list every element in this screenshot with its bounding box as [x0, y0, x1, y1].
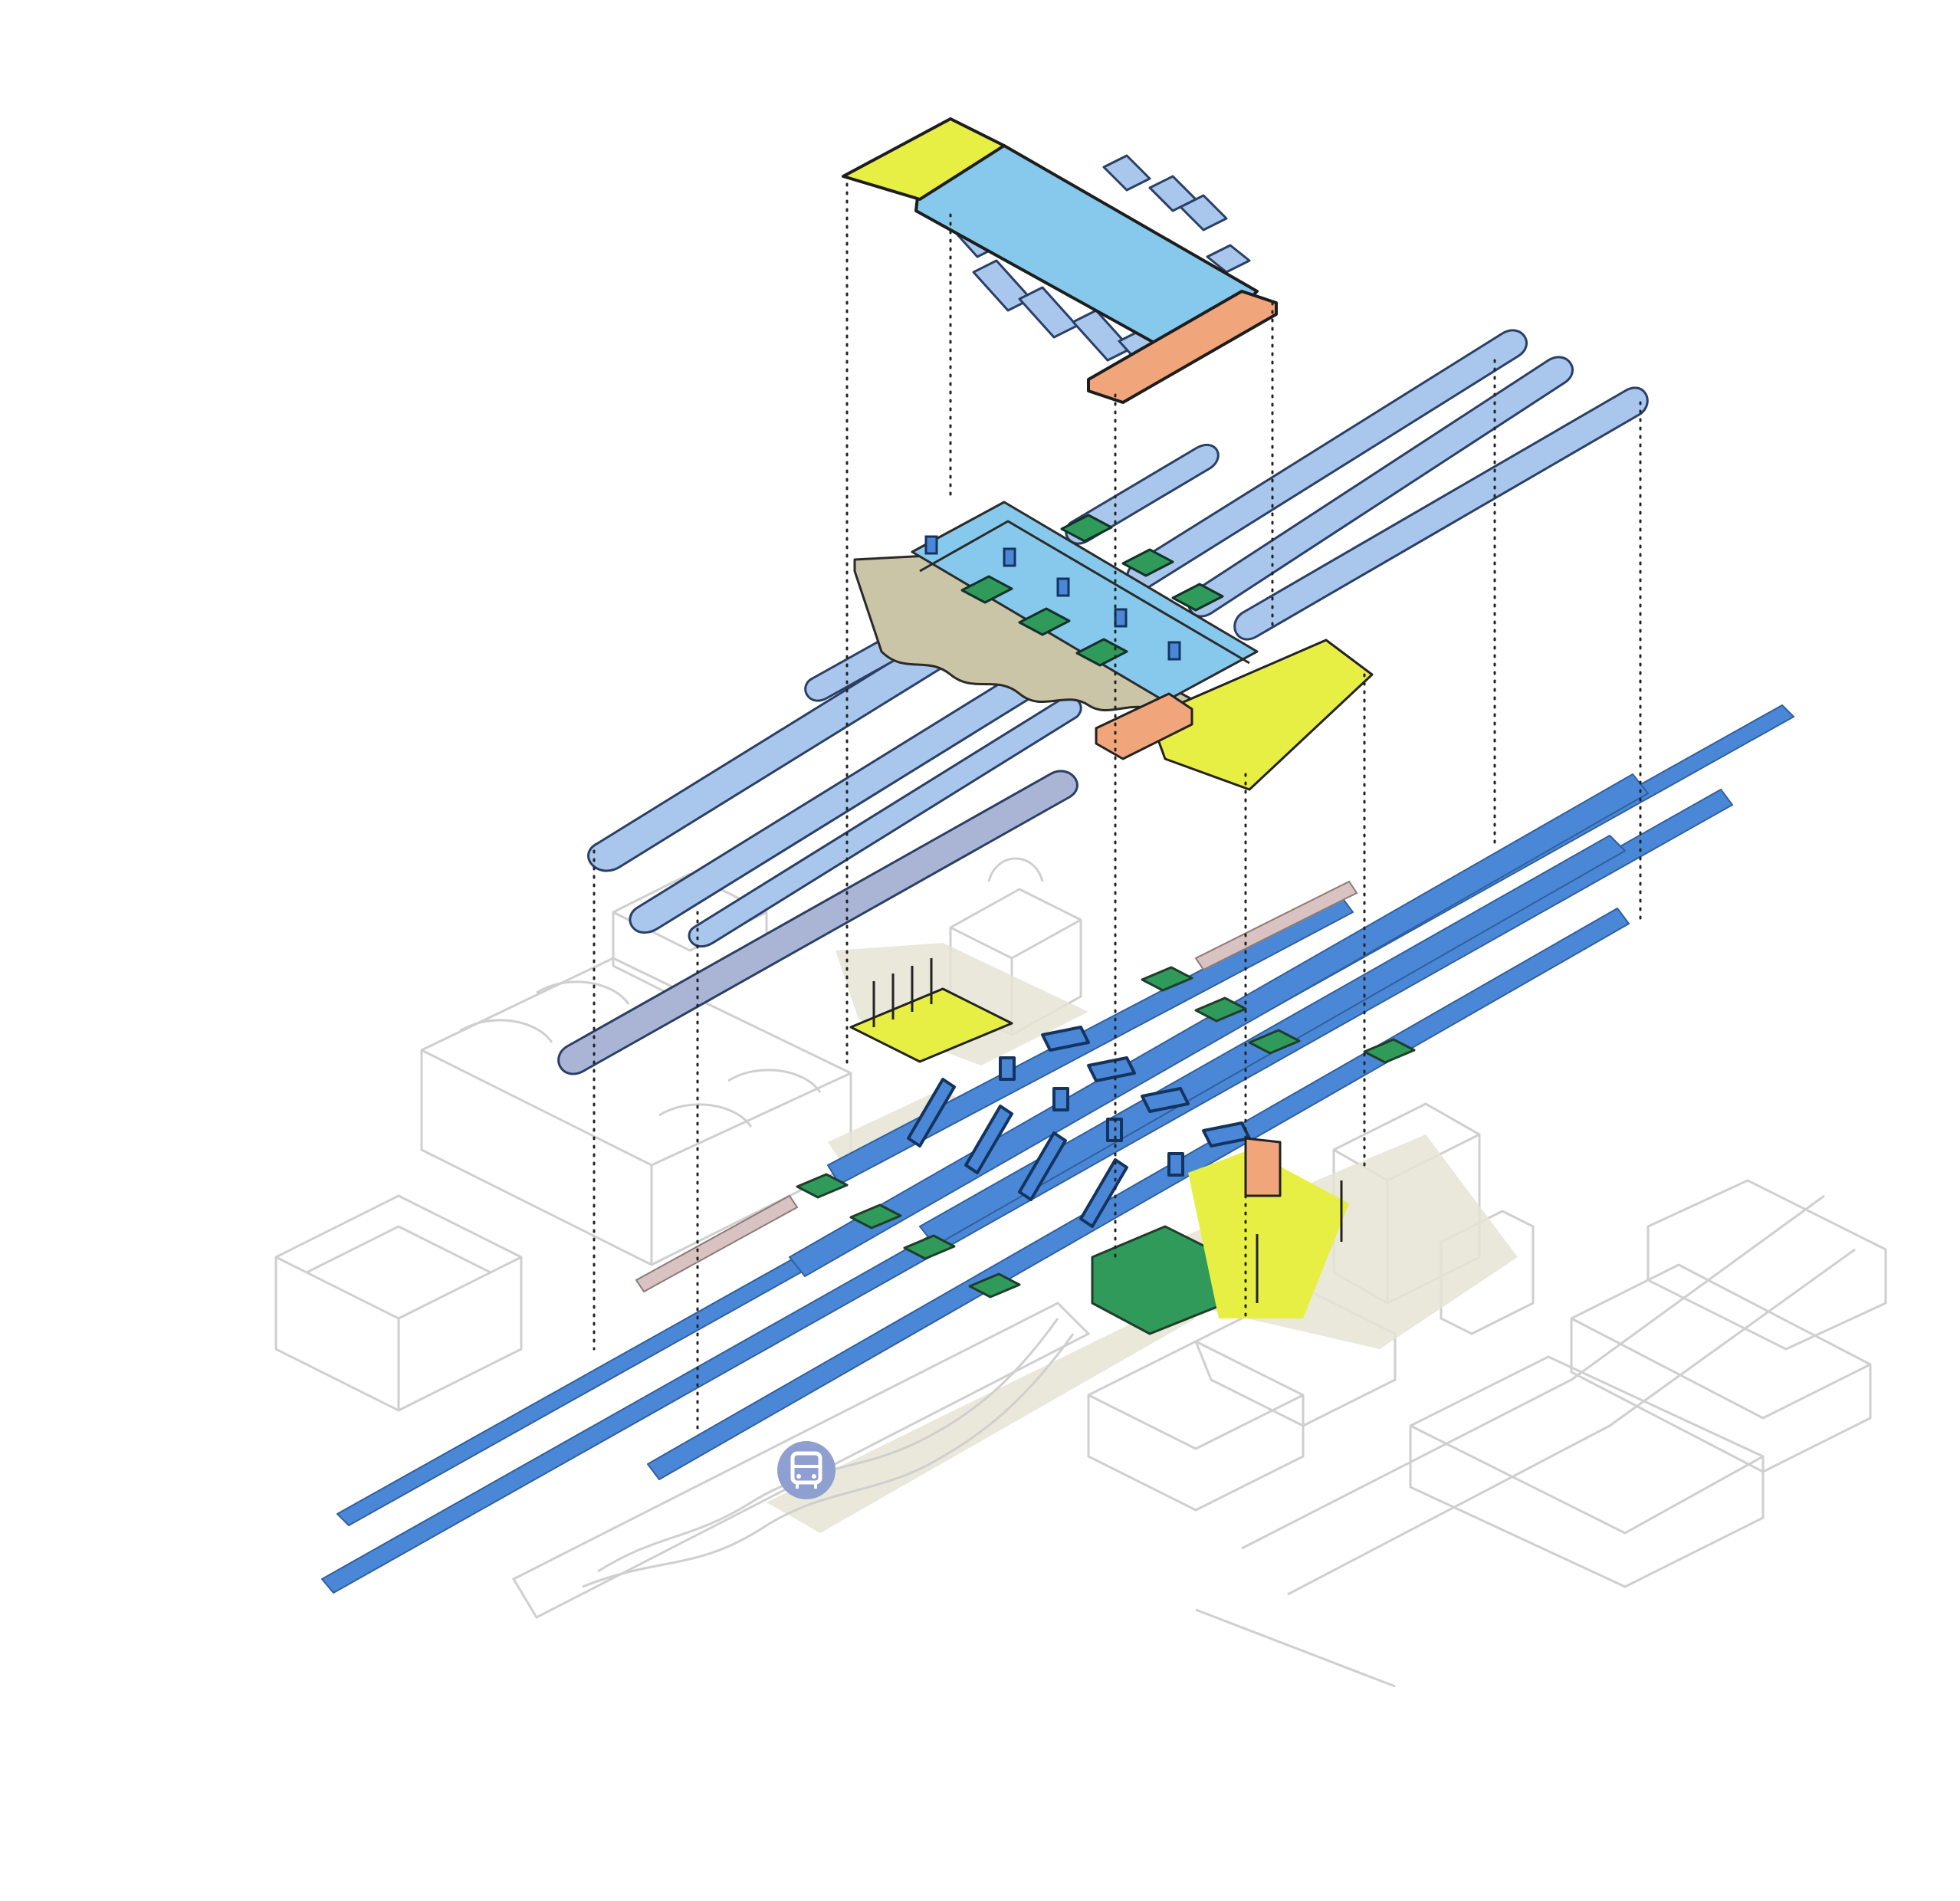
canopy-fin: [1102, 154, 1151, 192]
service-block-ground: [1244, 1137, 1282, 1197]
platform-canopies: [557, 329, 1649, 1075]
lower-retail-units: [796, 966, 1416, 1335]
ground-entrances: [849, 958, 1349, 1318]
upper-service-block: [1087, 290, 1278, 404]
retail-pod: [1060, 514, 1113, 543]
entrance-plaza-mid: [1148, 639, 1374, 791]
canopy-9: [1233, 386, 1649, 641]
retail-unit: [1248, 1029, 1301, 1055]
bus-icon: [777, 1441, 836, 1499]
escalators: [907, 1026, 1320, 1259]
canopy-4: [557, 770, 1078, 1075]
escalator: [1018, 1131, 1067, 1201]
canopy-fin: [1206, 244, 1251, 274]
ground-strip-front: [767, 1311, 1196, 1533]
escalator: [1079, 1158, 1128, 1228]
retail-pod: [1171, 583, 1224, 612]
projection-lines: [593, 182, 1642, 1435]
retail-pod: [1121, 548, 1174, 577]
stair-bridge: [1041, 1026, 1090, 1052]
bus-island: [511, 1302, 1091, 1619]
retail-unit: [849, 1203, 902, 1230]
retail-pod: [1075, 638, 1128, 667]
platform-5: [789, 773, 1649, 1277]
retail-unit: [1363, 1038, 1416, 1064]
deck-underside: [853, 554, 1197, 718]
retail-unit: [796, 1173, 849, 1199]
side-platforms: [635, 880, 1358, 1293]
side-platform-left: [635, 1194, 799, 1293]
context-building-left-back: [274, 1194, 523, 1412]
stair-bridge: [1087, 1056, 1136, 1082]
context-building-right-far-1: [1570, 1263, 1872, 1473]
elevator-core: [1167, 1152, 1184, 1177]
context-buildings: [274, 857, 1887, 1688]
mid-entrances: [1095, 639, 1374, 791]
context-building-right-2: [1440, 1210, 1535, 1335]
concourse-cores: [924, 535, 1181, 661]
retail-pod: [1018, 607, 1071, 636]
elevator-core: [1167, 641, 1181, 661]
upper-concourse: [842, 117, 1278, 404]
side-platform-top: [1194, 880, 1358, 971]
escalator: [964, 1105, 1013, 1174]
retail-unit: [968, 1272, 1021, 1299]
context-building-front-1: [1087, 1340, 1305, 1512]
retail-unit: [903, 1234, 956, 1260]
entrance-plaza-right: [1188, 1150, 1349, 1318]
concourse-retail: [960, 514, 1224, 667]
context-building-front-3: [1409, 1355, 1765, 1588]
escalator: [907, 1078, 956, 1147]
elevator-core: [1114, 608, 1128, 628]
retail-pod: [960, 575, 1013, 604]
retail-unit: [1194, 996, 1247, 1023]
stair-bridge: [1141, 1087, 1190, 1113]
elevator-core: [1056, 577, 1070, 597]
elevator-core: [1052, 1087, 1069, 1111]
elevator-core: [1003, 547, 1016, 567]
context-building-vault: [420, 957, 852, 1266]
elevator-core: [999, 1056, 1016, 1081]
retail-unit: [1141, 966, 1193, 992]
context-building-right-far-2: [1646, 1179, 1887, 1351]
service-block-mid: [1095, 692, 1193, 760]
canopy-fin: [1148, 175, 1197, 212]
upper-entrance-plaza: [842, 117, 1006, 201]
elevator-core: [924, 535, 938, 555]
